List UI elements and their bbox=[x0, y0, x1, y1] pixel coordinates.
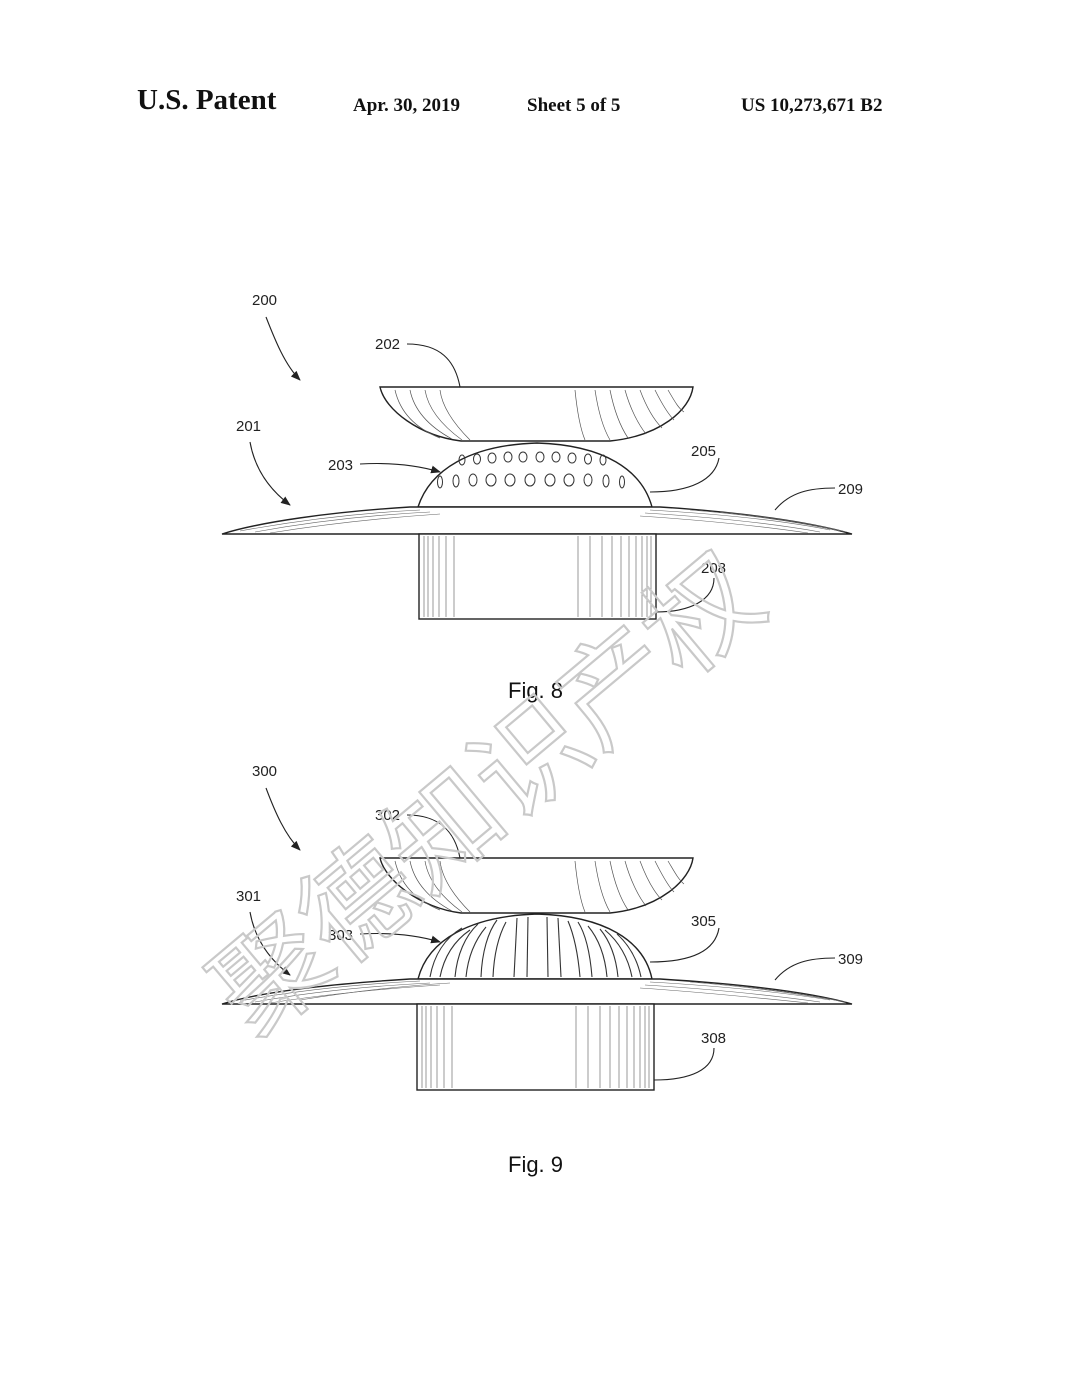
ref-303: 303 bbox=[328, 927, 353, 944]
ref-200: 200 bbox=[252, 292, 277, 309]
ref-308: 308 bbox=[701, 1030, 726, 1047]
cover-302 bbox=[379, 857, 694, 914]
body-208 bbox=[418, 533, 657, 620]
header-date: Apr. 30, 2019 bbox=[353, 95, 460, 116]
flange-209 bbox=[221, 506, 853, 535]
caption-fig-8: Fig. 8 bbox=[508, 678, 563, 703]
ref-201: 201 bbox=[236, 418, 261, 435]
caption-fig-9: Fig. 9 bbox=[508, 1152, 563, 1177]
header-left: U.S. Patent bbox=[137, 84, 277, 116]
ref-205: 205 bbox=[691, 443, 716, 460]
figure-9 bbox=[221, 787, 853, 1091]
header-patent-number: US 10,273,671 B2 bbox=[741, 95, 883, 116]
cover-202 bbox=[379, 386, 694, 442]
ref-300: 300 bbox=[252, 763, 277, 780]
ref-305: 305 bbox=[691, 913, 716, 930]
body-308 bbox=[416, 1003, 655, 1091]
slotted-dome-303 bbox=[417, 913, 653, 980]
ref-301: 301 bbox=[236, 888, 261, 905]
ref-309: 309 bbox=[838, 951, 863, 968]
ref-209: 209 bbox=[838, 481, 863, 498]
figure-8 bbox=[221, 316, 853, 620]
flange-309 bbox=[221, 978, 853, 1005]
ref-302: 302 bbox=[375, 807, 400, 824]
perforated-dome-203 bbox=[417, 442, 653, 508]
ref-203: 203 bbox=[328, 457, 353, 474]
ref-208: 208 bbox=[701, 560, 726, 577]
header-sheet: Sheet 5 of 5 bbox=[527, 95, 621, 116]
ref-202: 202 bbox=[375, 336, 400, 353]
